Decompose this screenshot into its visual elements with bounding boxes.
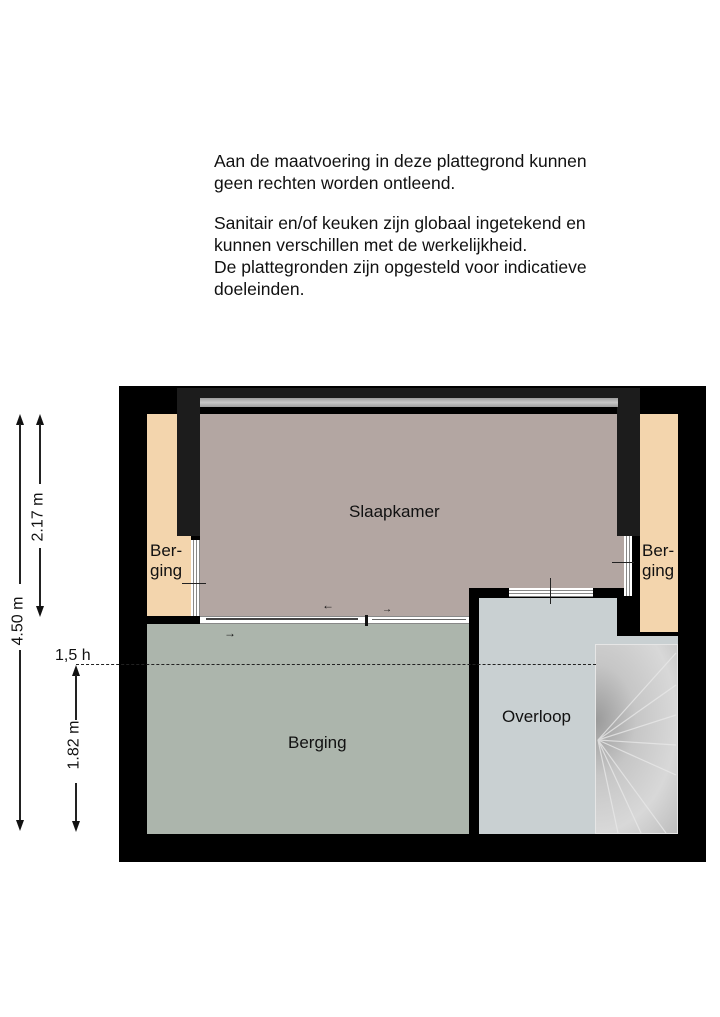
door-swing-mark-overloop bbox=[550, 578, 551, 604]
room-berging-right bbox=[640, 414, 678, 632]
door-swing-mark-left bbox=[182, 583, 206, 584]
arrow-left-icon: ← bbox=[322, 598, 334, 612]
ceiling-height-label: 1,5 h bbox=[55, 647, 91, 664]
door-overloop[interactable] bbox=[509, 588, 593, 597]
dimension-total-label: 4.50 m bbox=[9, 596, 27, 646]
label-berging-right: Ber- ging bbox=[642, 541, 674, 581]
label-berging-right-line2: ging bbox=[642, 561, 675, 580]
dimension-upper-label: 2.17 m bbox=[29, 492, 47, 542]
arrow-up-icon bbox=[36, 414, 44, 425]
ceiling-height-line bbox=[76, 664, 596, 665]
dimension-line bbox=[39, 424, 41, 484]
label-berging-left-line2: ging bbox=[150, 561, 183, 580]
staircase bbox=[595, 644, 678, 834]
door-swing-mark-right bbox=[612, 562, 634, 563]
door-berging-left[interactable] bbox=[191, 540, 200, 616]
door-berging-right[interactable] bbox=[624, 536, 632, 596]
arrow-up-icon bbox=[72, 665, 80, 676]
label-slaapkamer: Slaapkamer bbox=[349, 502, 440, 521]
stair-treads-icon bbox=[597, 652, 677, 834]
overloop-wall-right bbox=[617, 596, 627, 636]
arrow-down-icon bbox=[72, 821, 80, 832]
dimension-lower-label: 1.82 m bbox=[65, 720, 83, 770]
inner-wall-left bbox=[177, 388, 200, 536]
dimension-line bbox=[19, 650, 21, 820]
sliding-door[interactable] bbox=[200, 616, 469, 624]
overloop-wall-left bbox=[469, 588, 479, 834]
label-overloop: Overloop bbox=[502, 707, 571, 726]
room-berging-main-top bbox=[200, 620, 469, 630]
arrow-down-icon bbox=[36, 606, 44, 617]
sliding-door-panel-right bbox=[372, 619, 466, 620]
window-top bbox=[200, 398, 618, 407]
dimension-line bbox=[39, 548, 41, 608]
sliding-door-panel-left bbox=[206, 618, 358, 620]
arrow-up-icon bbox=[16, 414, 24, 425]
arrow-down-icon bbox=[16, 820, 24, 831]
arrow-right-icon: → bbox=[382, 604, 392, 615]
label-berging-main: Berging bbox=[288, 733, 347, 752]
disclaimer: Aan de maatvoering in deze plattegrond k… bbox=[214, 150, 587, 300]
dimension-line bbox=[19, 424, 21, 584]
label-berging-left-line1: Ber- bbox=[150, 541, 183, 560]
disclaimer-paragraph-2: Sanitair en/of keuken zijn globaal inget… bbox=[214, 213, 586, 255]
disclaimer-paragraph-1: Aan de maatvoering in deze plattegrond k… bbox=[214, 151, 587, 193]
label-berging-right-line1: Ber- bbox=[642, 541, 675, 560]
room-berging-main bbox=[147, 624, 469, 834]
inner-wall-top bbox=[177, 388, 640, 398]
inner-wall-right bbox=[617, 388, 640, 536]
arrow-right-icon: → bbox=[224, 626, 236, 640]
sliding-door-post bbox=[365, 615, 368, 626]
label-berging-left: Ber- ging bbox=[150, 541, 182, 581]
disclaimer-paragraph-3: De plattegronden zijn opgesteld voor ind… bbox=[214, 257, 587, 299]
dimension-line bbox=[75, 783, 77, 823]
dimension-line bbox=[75, 675, 77, 720]
